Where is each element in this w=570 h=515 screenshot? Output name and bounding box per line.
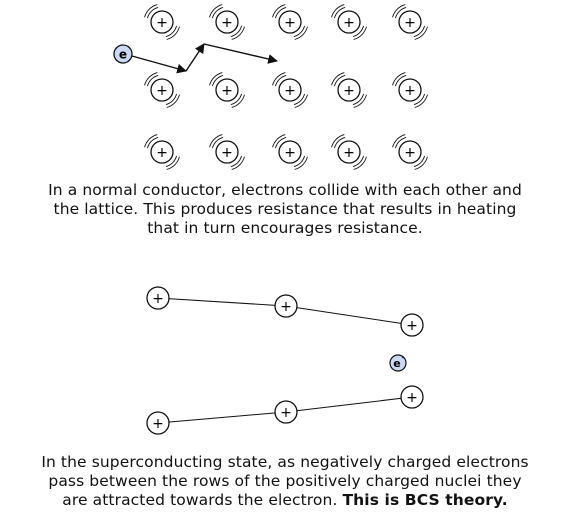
superconducting-caption: In the superconducting state, as negativ… <box>0 453 570 510</box>
path-segment <box>185 43 205 72</box>
nucleus: + <box>272 4 308 40</box>
plus-sign: + <box>221 145 233 161</box>
vibration-marks <box>392 72 428 108</box>
nucleus: + <box>400 385 424 409</box>
nucleus: + <box>274 400 298 424</box>
path-segment <box>131 55 187 74</box>
vibrating-lattice: + + + + + + + + + + + + + + + <box>144 4 428 170</box>
caption-line: In a normal conductor, electrons collide… <box>48 181 522 199</box>
nucleus: + <box>392 72 428 108</box>
bcs-theory-label: This is BCS theory. <box>342 491 508 509</box>
caption-text: are attracted towards the electron. <box>62 491 343 509</box>
nucleus: + <box>209 4 245 40</box>
caption-line: the lattice. This produces resistance th… <box>53 200 517 218</box>
nucleus: + <box>144 134 180 170</box>
vibration-marks <box>272 4 308 40</box>
vibration-marks <box>209 4 245 40</box>
vibration-marks <box>272 134 308 170</box>
plus-sign: + <box>221 15 233 31</box>
electron-normal: e <box>113 44 133 64</box>
plus-sign: + <box>404 15 416 31</box>
plus-sign: + <box>280 405 292 421</box>
caption-line: are attracted towards the electron. This… <box>0 491 570 510</box>
plus-sign: + <box>284 83 296 99</box>
vibration-marks <box>392 134 428 170</box>
nucleus: + <box>274 294 298 318</box>
nucleus: + <box>209 72 245 108</box>
nucleus: + <box>144 72 180 108</box>
electron-charge-label: - <box>402 353 405 362</box>
plus-sign: + <box>280 299 292 315</box>
nucleus: + <box>209 134 245 170</box>
plus-sign: + <box>406 390 418 406</box>
plus-sign: + <box>343 145 355 161</box>
normal-conductor-caption: In a normal conductor, electrons collide… <box>0 181 570 238</box>
plus-sign: + <box>156 145 168 161</box>
nucleus: + <box>146 286 170 310</box>
nucleus: + <box>392 4 428 40</box>
vibration-marks <box>144 4 180 40</box>
nucleus: + <box>331 4 367 40</box>
vibration-marks <box>209 134 245 170</box>
nucleus: + <box>144 4 180 40</box>
nucleus: + <box>272 134 308 170</box>
plus-sign: + <box>284 145 296 161</box>
electron-superconducting: e - <box>389 353 407 372</box>
caption-line: pass between the rows of the positively … <box>48 472 522 490</box>
vibration-marks <box>392 4 428 40</box>
path-segment <box>203 43 278 64</box>
plus-sign: + <box>343 83 355 99</box>
caption-line: In the superconducting state, as negativ… <box>41 453 529 471</box>
electron-label: e <box>119 48 127 62</box>
vibration-marks <box>144 72 180 108</box>
plus-sign: + <box>152 291 164 307</box>
vibration-marks <box>331 72 367 108</box>
nucleus: + <box>331 72 367 108</box>
plus-sign: + <box>406 318 418 334</box>
nucleus: + <box>400 313 424 337</box>
vibration-marks <box>331 134 367 170</box>
bottom-nuclei: + + + + + + <box>146 286 424 435</box>
plus-sign: + <box>156 83 168 99</box>
lower-nuclei-row <box>157 396 413 424</box>
caption-line: that in turn encourages resistance. <box>147 219 423 237</box>
plus-sign: + <box>343 15 355 31</box>
upper-nuclei-row <box>157 297 413 326</box>
nucleus: + <box>146 411 170 435</box>
electron-path-normal <box>131 43 278 74</box>
electron-super-label: e <box>393 357 400 370</box>
plus-sign: + <box>284 15 296 31</box>
plus-sign: + <box>152 416 164 432</box>
nucleus: + <box>272 72 308 108</box>
plus-sign: + <box>404 145 416 161</box>
vibration-marks <box>209 72 245 108</box>
plus-sign: + <box>404 83 416 99</box>
vibration-marks <box>144 134 180 170</box>
vibration-marks <box>331 4 367 40</box>
plus-sign: + <box>221 83 233 99</box>
vibration-marks <box>272 72 308 108</box>
nucleus: + <box>392 134 428 170</box>
plus-sign: + <box>156 15 168 31</box>
nucleus: + <box>331 134 367 170</box>
